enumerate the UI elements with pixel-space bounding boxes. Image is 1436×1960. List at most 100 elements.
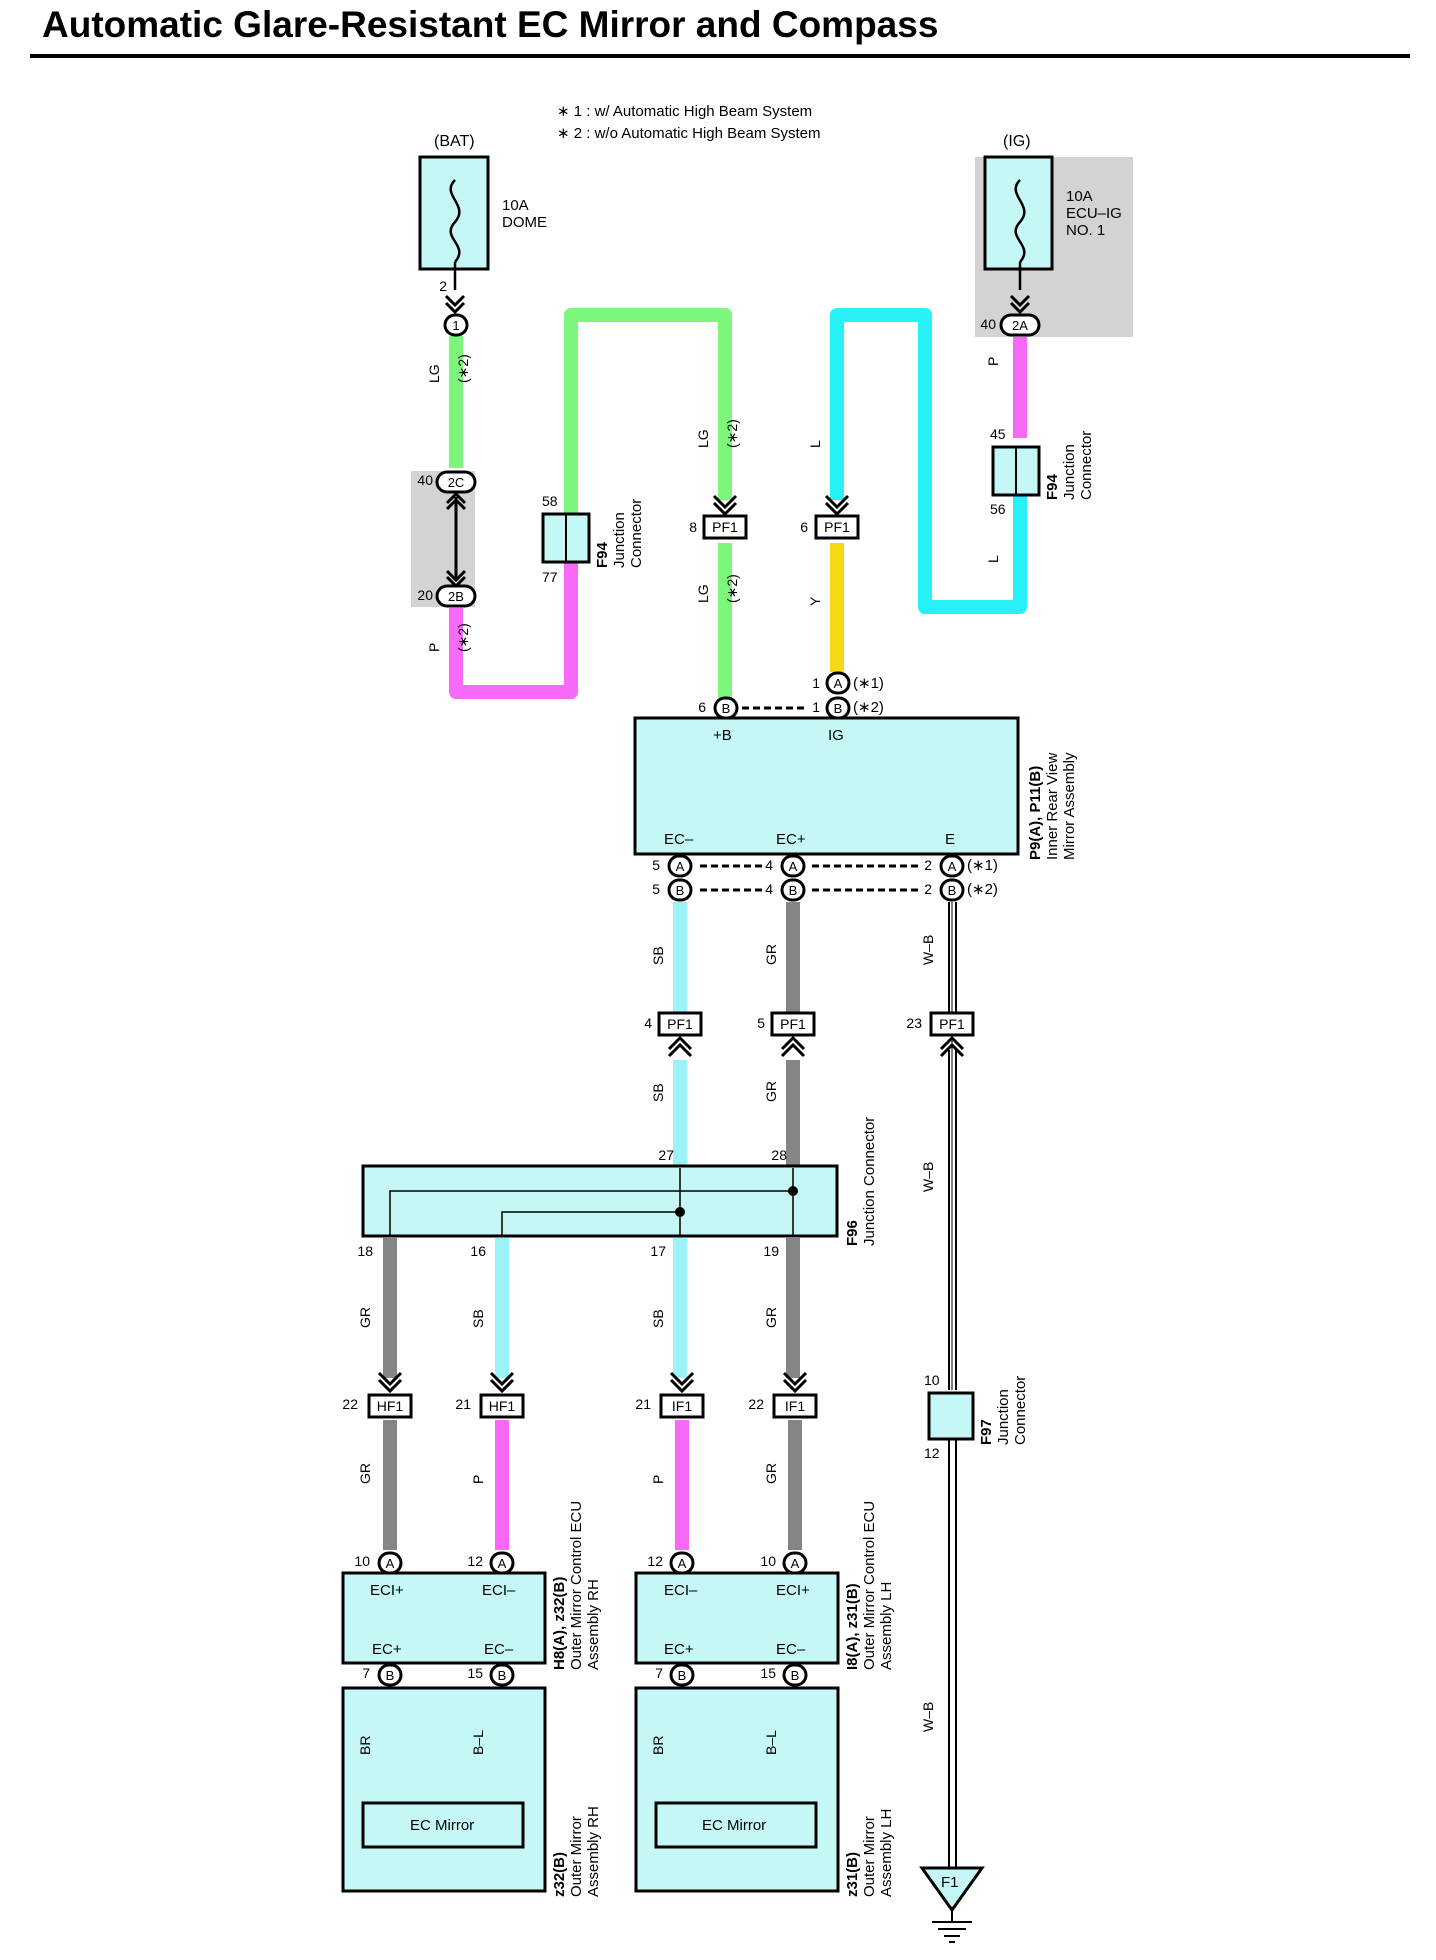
inline-connector: IF1 [772,1393,818,1419]
note-2: ∗ 2 : w/o Automatic High Beam System [557,125,821,142]
f96-label: Junction Connector [861,1117,878,1246]
fuse-ig-name: ECU–IG [1066,205,1122,222]
pin-number: 5 [652,881,660,897]
pin-number: 20 [417,587,433,603]
terminal-marker: 2C [435,470,477,494]
inner-mirror-label-2: Mirror Assembly [1061,752,1078,860]
junction-f94-left: 58 77 F94 Junction Connector [541,493,645,585]
terminal-label: A [789,859,798,874]
wire-label: LG [695,584,711,603]
f94-left-pin-bottom: 77 [542,569,558,585]
wire-label: Y [807,596,823,606]
terminal-label: B [789,883,798,898]
connector-label: PF1 [667,1016,693,1032]
pin-number: 10 [760,1553,776,1569]
wire-lg-junction [564,308,732,514]
pin-number: 16 [470,1243,486,1259]
terminal-label: B [722,701,731,716]
rh-mirror-label-1: Outer Mirror [568,1816,585,1897]
shade-bat-connector [411,471,475,607]
fuse-ig-supply: (IG) [1003,133,1031,150]
terminal-ec-plus: EC+ [776,831,806,848]
ground-f1: F1 [919,1866,985,1943]
lh-terminal-eci-minus: ECI– [664,1582,698,1599]
wire-label: W–B [920,1162,936,1192]
rh-terminal-ec-minus: EC– [484,1641,514,1658]
pin-number: 6 [800,519,808,535]
wire-l-ig [830,308,1027,614]
wire-label: (∗2) [455,354,471,383]
mirror-lh: EC Mirror z31(B) Outer Mirror Assembly L… [634,1686,895,1897]
terminal-label: A [386,1556,395,1571]
terminal-label: B [791,1668,800,1683]
wire-label: GR [357,1307,373,1328]
note-mark-1a: (∗1) [853,675,884,692]
f97-label-1: Junction [995,1389,1012,1445]
terminal-e: E [945,831,955,848]
f97-label-2: Connector [1012,1376,1029,1445]
fuse-ecu-ig: (IG) 10A ECU–IG NO. 1 [983,133,1122,290]
terminal-label: B [948,883,957,898]
terminal-marker: B [713,696,739,720]
pin-number: 40 [980,316,996,332]
page-title: Automatic Glare-Resistant EC Mirror and … [42,4,939,45]
wire-label: (∗2) [455,623,471,652]
terminal-marker: 2B [435,584,477,608]
terminal-marker: A [939,854,965,878]
terminal-marker: A [667,854,693,878]
wire-label: SB [650,1309,666,1328]
terminal-label: A [676,859,685,874]
pin-number: 28 [771,1147,787,1163]
rh-mirror-code: z32(B) [551,1852,568,1897]
pin-number: 4 [644,1015,652,1031]
terminal-marker: A [782,1551,808,1575]
connector-label: PF1 [780,1016,806,1032]
terminal-marker: B [489,1663,515,1687]
terminal-marker: A [489,1551,515,1575]
wire-label: GR [357,1463,373,1484]
wire-label: GR [763,1081,779,1102]
f94-right-label-2: Connector [1078,431,1095,500]
fuse-ig-number: NO. 1 [1066,222,1105,239]
wire-label: BR [357,1736,373,1755]
f94-left-pin-top: 58 [542,493,558,509]
f94-right-pin-top: 45 [990,426,1006,442]
wire-label: LG [426,364,442,383]
lh-mirror-label-2: Assembly LH [878,1809,895,1897]
terminal-label: B [678,1668,687,1683]
wire-label: B–L [763,1730,779,1755]
wire-label: LG [695,429,711,448]
connector-label: PF1 [712,519,738,535]
wire-label: L [807,440,823,448]
fuse-ig-rating: 10A [1066,188,1093,205]
note-mark-2b: (∗2) [967,881,998,898]
pin-number: 23 [906,1015,922,1031]
wire-label: (∗2) [724,419,740,448]
terminal-label: B [676,883,685,898]
connector-label: HF1 [489,1398,516,1414]
inline-connector: PF1 [657,1011,703,1037]
wire-label: SB [470,1309,486,1328]
fuse-dome: (BAT) 10A DOME [418,133,547,290]
pin-number: 12 [647,1553,663,1569]
terminal-marker: B [939,878,965,902]
pin-number: 22 [748,1396,764,1412]
wire-label: P [985,357,1001,366]
f94-left-code: F94 [594,541,611,568]
terminal-plus-b: +B [713,727,732,744]
inline-connector: PF1 [702,514,748,540]
pin-number: 7 [655,1665,663,1681]
pin-number: 2 [924,857,932,873]
wire-label: SB [650,1083,666,1102]
inline-connector: PF1 [929,1011,975,1037]
wire-label: (∗2) [724,574,740,603]
f94-left-label-2: Connector [628,499,645,568]
f94-right-code: F94 [1044,473,1061,500]
terminal-label: A [791,1556,800,1571]
pin-number: 15 [467,1665,483,1681]
junction-f97: 10 12 F97 Junction Connector [924,1372,1029,1461]
terminal-marker: A [377,1551,403,1575]
